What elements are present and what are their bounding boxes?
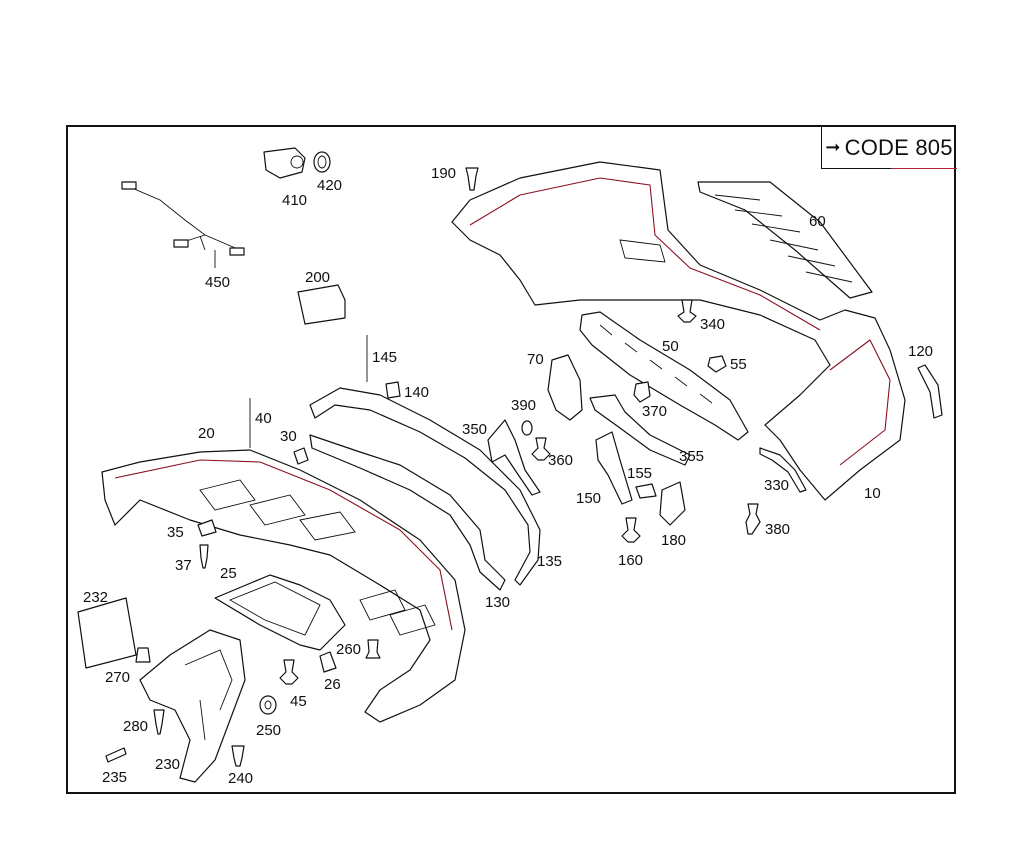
- part-250-nut[interactable]: [259, 695, 277, 715]
- part-190-screw[interactable]: [465, 167, 479, 191]
- part-260-clip[interactable]: [365, 639, 381, 659]
- label-135: 135: [537, 553, 562, 570]
- part-280-screw[interactable]: [153, 709, 165, 735]
- label-150: 150: [576, 490, 601, 507]
- label-140: 140: [404, 384, 429, 401]
- label-232: 232: [83, 589, 108, 606]
- part-155-clip[interactable]: [635, 483, 657, 499]
- part-130-trim-strip[interactable]: [309, 434, 506, 591]
- part-330-strip[interactable]: [759, 447, 807, 493]
- part-180-clip[interactable]: [659, 481, 686, 526]
- label-55: 55: [730, 356, 747, 373]
- part-26-clip[interactable]: [319, 651, 337, 673]
- label-20: 20: [198, 425, 215, 442]
- arrow-right-icon: ➞: [825, 137, 841, 157]
- part-60-protective-strip[interactable]: [697, 181, 873, 299]
- part-235-clip[interactable]: [105, 747, 127, 763]
- part-135-trim-strip[interactable]: [309, 387, 541, 586]
- label-340: 340: [700, 316, 725, 333]
- label-145: 145: [372, 349, 397, 366]
- label-70: 70: [527, 351, 544, 368]
- label-330: 330: [764, 477, 789, 494]
- part-150-bracket[interactable]: [595, 431, 633, 505]
- part-70-bracket[interactable]: [547, 354, 583, 421]
- part-370-nut[interactable]: [633, 381, 651, 403]
- label-240: 240: [228, 770, 253, 787]
- label-37: 37: [175, 557, 192, 574]
- part-30-clip[interactable]: [293, 447, 309, 465]
- label-270: 270: [105, 669, 130, 686]
- part-140-clip[interactable]: [385, 381, 401, 399]
- code-805-box: ➞ CODE 805: [821, 127, 956, 169]
- part-355-bracket[interactable]: [589, 394, 691, 466]
- label-250: 250: [256, 722, 281, 739]
- label-45: 45: [290, 693, 307, 710]
- part-340-bolt[interactable]: [677, 299, 697, 323]
- part-37-screw[interactable]: [199, 544, 209, 569]
- label-235: 235: [102, 769, 127, 786]
- part-450-wiring-harness[interactable]: [121, 181, 245, 268]
- label-180: 180: [661, 532, 686, 549]
- label-230: 230: [155, 756, 180, 773]
- part-420-sensor-ring[interactable]: [313, 151, 331, 173]
- label-350: 350: [462, 421, 487, 438]
- label-370: 370: [642, 403, 667, 420]
- part-20-lower-trim[interactable]: [101, 449, 466, 723]
- label-120: 120: [908, 343, 933, 360]
- part-160-bolt[interactable]: [621, 517, 641, 543]
- label-26: 26: [324, 676, 341, 693]
- part-230-bracket[interactable]: [139, 629, 246, 783]
- label-35: 35: [167, 524, 184, 541]
- label-360: 360: [548, 452, 573, 469]
- label-260: 260: [336, 641, 361, 658]
- part-200-cover[interactable]: [297, 284, 346, 325]
- label-390: 390: [511, 397, 536, 414]
- part-270-clip[interactable]: [135, 647, 151, 663]
- part-240-bolt[interactable]: [231, 745, 245, 767]
- label-355: 355: [679, 448, 704, 465]
- label-160: 160: [618, 552, 643, 569]
- part-360-bolt[interactable]: [531, 437, 551, 461]
- label-420: 420: [317, 177, 342, 194]
- part-390-washer[interactable]: [521, 420, 533, 436]
- label-380: 380: [765, 521, 790, 538]
- part-labels: 10 20 25 26 30 35 37 40 45 50 55 60 70 1…: [83, 165, 933, 787]
- diagram-frame: [66, 125, 956, 794]
- label-280: 280: [123, 718, 148, 735]
- label-40: 40: [255, 410, 272, 427]
- part-410-parking-sensor[interactable]: [263, 147, 306, 179]
- part-25-cover[interactable]: [214, 574, 346, 651]
- label-130: 130: [485, 594, 510, 611]
- part-35-clip[interactable]: [197, 519, 217, 537]
- label-450: 450: [205, 274, 230, 291]
- code-label: CODE 805: [844, 134, 953, 160]
- part-380-bolt[interactable]: [745, 503, 761, 535]
- label-190: 190: [431, 165, 456, 182]
- label-50: 50: [662, 338, 679, 355]
- part-55-nut[interactable]: [707, 355, 727, 373]
- part-120-bracket[interactable]: [917, 364, 943, 419]
- code-underline: [891, 168, 957, 169]
- part-232-pad[interactable]: [77, 597, 137, 669]
- label-60: 60: [809, 213, 826, 230]
- label-155: 155: [627, 465, 652, 482]
- label-10: 10: [864, 485, 881, 502]
- label-30: 30: [280, 428, 297, 445]
- label-410: 410: [282, 192, 307, 209]
- part-50-bumper-bracket[interactable]: [579, 311, 749, 441]
- part-45-bolt[interactable]: [279, 659, 299, 685]
- part-350-bracket[interactable]: [487, 419, 541, 496]
- part-10-bumper-cover[interactable]: [451, 161, 906, 501]
- label-25: 25: [220, 565, 237, 582]
- label-200: 200: [305, 269, 330, 286]
